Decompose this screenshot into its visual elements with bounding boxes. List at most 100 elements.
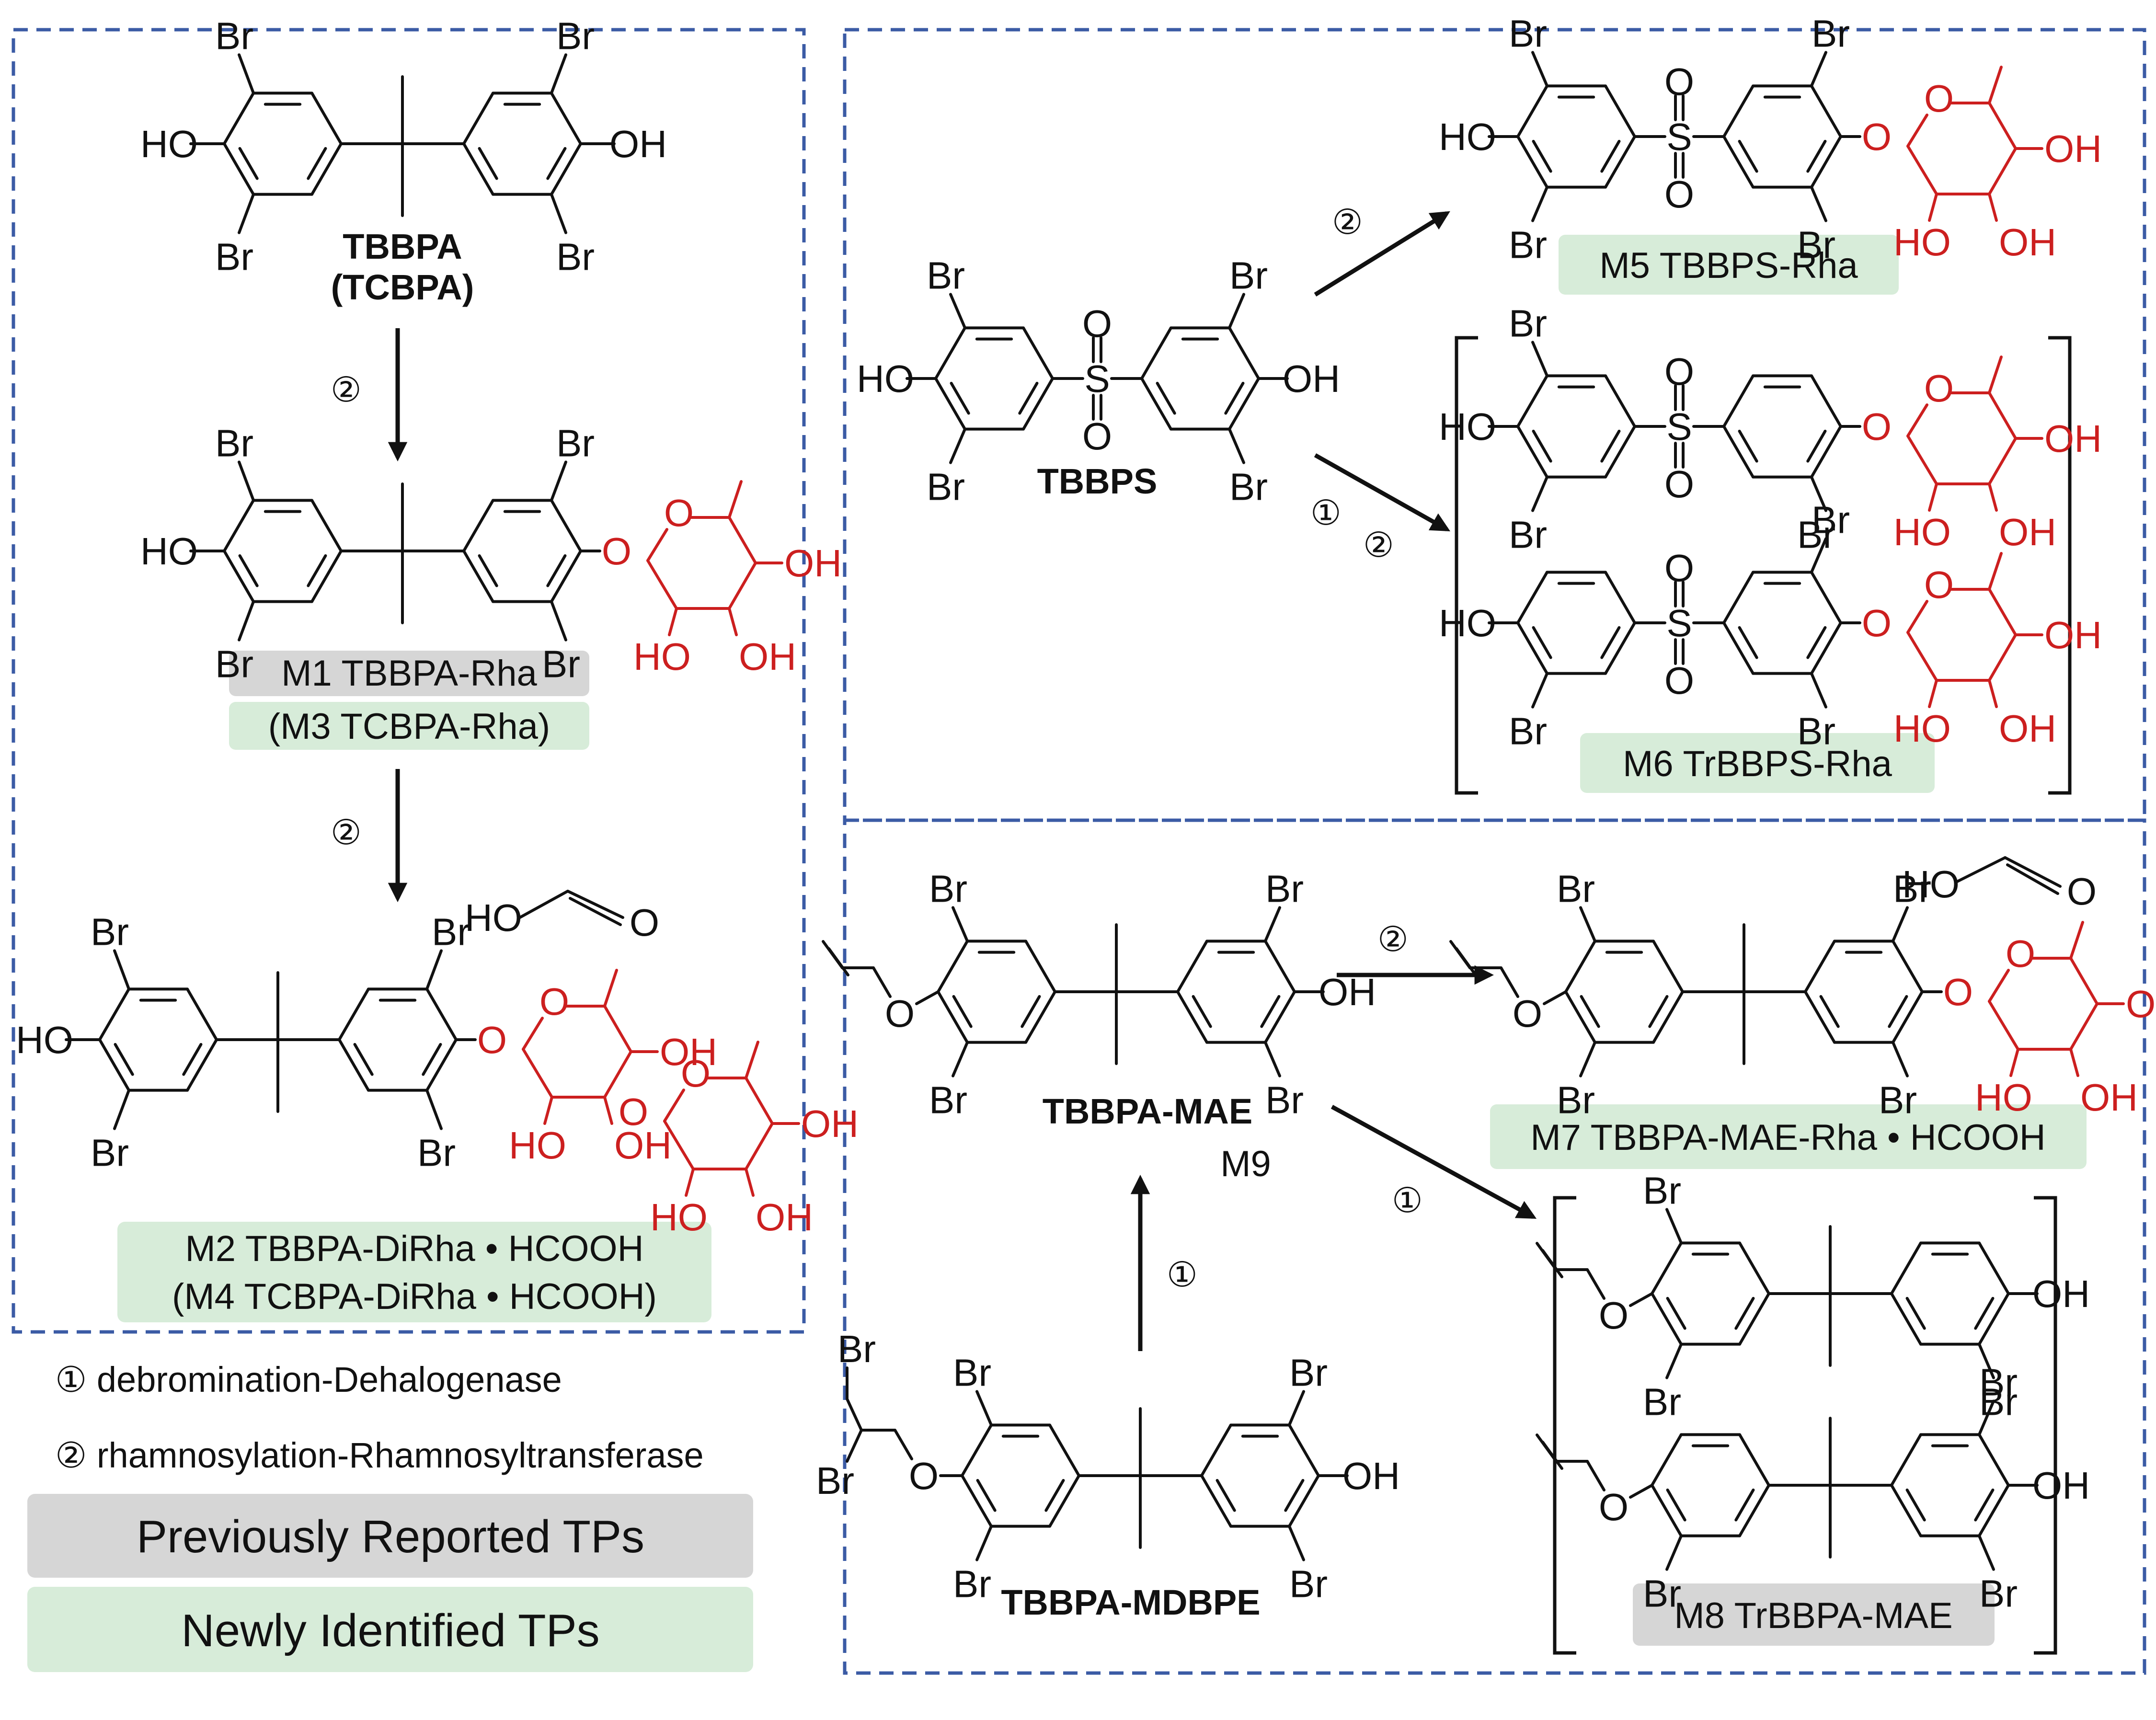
compound-name: TBBPS [1037, 461, 1158, 501]
atom-label: O [1664, 60, 1694, 103]
atom-label: Br [215, 422, 253, 464]
svg-text:Previously Reported TPs: Previously Reported TPs [137, 1511, 644, 1562]
atom-label: Br [1979, 1572, 2018, 1615]
atom-label: Br [1879, 1079, 1917, 1122]
atom-label: Br [215, 643, 253, 686]
atom-label: OH [1999, 221, 2056, 264]
atom-label: HO [140, 530, 198, 573]
molecule-layer: HOBrBrOHBrBrHOBrBrBrBrOOOHOHHOHOBrBrBrBr… [16, 12, 2156, 1615]
arrow-tbbps-to-m6 [1314, 453, 1451, 531]
atom-label: Br [1979, 1361, 2018, 1403]
atom-label: Br [1893, 867, 1931, 910]
atom-label: Br [1797, 514, 1835, 556]
atom-label: HO [509, 1124, 566, 1167]
atom-label: S [1666, 602, 1692, 644]
bracket-m8-right [2034, 1196, 2057, 1655]
atom-label: O [1924, 563, 1954, 606]
atom-label: Br [929, 867, 967, 910]
atom-label: Br [556, 236, 595, 278]
atom-label: Br [1812, 12, 1850, 55]
atom-label: HO [465, 896, 522, 939]
atom-label: O [1924, 367, 1954, 410]
step-label: ② [331, 814, 362, 852]
bracket-m6-right [2048, 336, 2072, 795]
atom-label: Br [1643, 1169, 1681, 1212]
atom-label: O [1862, 602, 1892, 644]
atom-label: Br [1557, 1079, 1595, 1122]
atom-label: Br [91, 1132, 129, 1174]
atom-label: Br [1509, 514, 1547, 556]
svg-text:M1 TBBPA-Rha: M1 TBBPA-Rha [281, 653, 537, 694]
product-badge-m2-m4: M2 TBBPA-DiRha • HCOOH (M4 TCBPA-DiRha •… [117, 1222, 711, 1322]
atom-label: O [1924, 77, 1954, 120]
atom-label: Br [556, 14, 595, 57]
step-label: ② [1377, 920, 1409, 959]
atom-label: OH [2080, 1076, 2138, 1119]
atom-label: Br [1797, 224, 1835, 266]
atom-label: O [630, 901, 659, 944]
arrow-mae-to-m8 [1330, 1105, 1537, 1219]
atom-label: HO [16, 1019, 73, 1061]
atom-label: HO [1893, 221, 1951, 264]
atom-label: Br [1265, 867, 1304, 910]
atom-label: OH [2044, 127, 2102, 170]
atom-label: OH [609, 123, 667, 165]
atom-label: Br [953, 1351, 991, 1394]
bracket-m8-left [1553, 1196, 1576, 1655]
atom-label: Br [1797, 710, 1835, 753]
compound-name: TBBPA [343, 227, 462, 266]
atom-label: O [1513, 992, 1542, 1035]
atom-label: S [1084, 357, 1110, 400]
atom-label: Br [417, 1132, 456, 1174]
product-badge-m6: M6 TrBBPS-Rha [1580, 733, 1935, 793]
atom-label: HO [650, 1196, 708, 1238]
legend-new: Newly Identified TPs [27, 1587, 753, 1672]
atom-label: Br [1265, 1079, 1304, 1122]
atom-label: OH [660, 1031, 717, 1073]
atom-label: OH [784, 542, 842, 585]
atom-label: OH [2032, 1464, 2090, 1507]
atom-label: OH [2126, 983, 2156, 1025]
atom-label: O [1599, 1486, 1628, 1528]
svg-text:M2 TBBPA-DiRha • HCOOH: M2 TBBPA-DiRha • HCOOH [185, 1228, 643, 1269]
molecule-m7: OBrBrBrBrOOOHOHHOHOO [1449, 856, 2156, 1122]
atom-label: O [1082, 415, 1112, 458]
step-label: ① [1167, 1256, 1198, 1294]
atom-label: Br [1557, 867, 1595, 910]
atom-label: O [1599, 1294, 1628, 1337]
atom-label: OH [1999, 511, 2056, 553]
atom-label: O [619, 1090, 648, 1133]
atom-label: Br [953, 1563, 991, 1605]
atom-label: O [885, 992, 915, 1035]
key-debromination: ① debromination-Dehalogenase [55, 1360, 562, 1399]
atom-label: HO [1439, 602, 1496, 644]
step-label: ① [1392, 1181, 1423, 1220]
compound-name: TBBPA-MDBPE [1001, 1582, 1260, 1622]
step-label: ① [1310, 494, 1342, 532]
atom-label: O [1082, 302, 1112, 345]
atom-label: Br [215, 236, 253, 278]
atom-label: O [2006, 932, 2035, 975]
svg-text:M6 TrBBPS-Rha: M6 TrBBPS-Rha [1623, 744, 1892, 784]
atom-label: O [1664, 173, 1694, 216]
atom-label: OH [1342, 1455, 1400, 1497]
atom-label: Br [1812, 498, 1850, 541]
product-badge-m1: M1 TBBPA-Rha [229, 651, 589, 696]
panel-mae [843, 818, 2146, 1675]
atom-label: O [539, 980, 569, 1023]
compound-name: M9 [1220, 1144, 1271, 1184]
atom-label: Br [1643, 1381, 1681, 1423]
atom-label: OH [1283, 357, 1340, 400]
atom-label: OH [1999, 707, 2056, 750]
product-badge-m3: (M3 TCBPA-Rha) [229, 702, 589, 750]
atom-label: Br [1229, 466, 1268, 508]
step-label: ② [331, 371, 362, 409]
